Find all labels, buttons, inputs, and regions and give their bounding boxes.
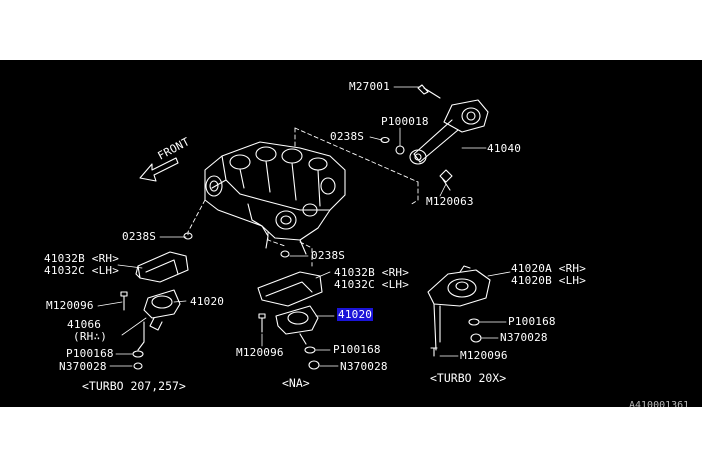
front-arrow-icon [139, 157, 179, 182]
part-label-0238s-top[interactable]: 0238S [330, 130, 365, 143]
part-label-41032c-lh-mid[interactable]: 41032C <LH> [334, 278, 410, 291]
part-label-m120096-right[interactable]: M120096 [460, 349, 508, 362]
part-label-n370028-left[interactable]: N370028 [59, 360, 107, 373]
caption-turbo-207-257: <TURBO 207,257> [82, 379, 186, 393]
part-label-0238s-left[interactable]: 0238S [122, 230, 157, 243]
part-label-n370028-right[interactable]: N370028 [500, 331, 548, 344]
right-engine-mount-drawing [427, 265, 491, 357]
part-label-0238s-mid[interactable]: 0238S [311, 249, 346, 262]
caption-na: <NA> [282, 376, 310, 390]
part-label-n370028-mid[interactable]: N370028 [340, 360, 388, 373]
parts-diagram-viewer: FRONT M27001 P100018 0238S 41040 M120063… [0, 60, 702, 407]
figure-id: A410001361 [629, 400, 690, 407]
torque-rod-drawing [380, 84, 489, 191]
part-label-41066[interactable]: 41066 [67, 318, 102, 331]
part-label-p100168-right[interactable]: P100168 [508, 315, 556, 328]
part-label-m27001[interactable]: M27001 [349, 80, 390, 93]
part-label-41032b-rh-mid[interactable]: 41032B <RH> [334, 266, 410, 279]
part-label-41020b-lh[interactable]: 41020B <LH> [511, 274, 587, 287]
middle-engine-mount-drawing [257, 250, 323, 370]
part-label-41020a-rh[interactable]: 41020A <RH> [511, 262, 587, 275]
highlighted-part-41020[interactable]: 41020 [337, 308, 374, 321]
caption-turbo-20x: <TURBO 20X> [430, 371, 507, 385]
part-label-p100018[interactable]: P100018 [381, 115, 429, 128]
label-leader-lines [97, 86, 511, 367]
part-label-rh-note: (RH∴) [73, 330, 108, 343]
part-label-41032c-lh-left[interactable]: 41032C <LH> [44, 264, 120, 277]
leader-lines-dashed [187, 127, 419, 267]
part-label-p100168-mid[interactable]: P100168 [333, 343, 381, 356]
part-label-41020-mid[interactable]: 41020 [337, 308, 374, 321]
engine-block-drawing [204, 141, 346, 255]
part-label-p100168-left[interactable]: P100168 [66, 347, 114, 360]
part-label-41032b-rh-left[interactable]: 41032B <RH> [44, 252, 120, 265]
left-engine-mount-drawing [120, 232, 193, 370]
part-label-41020-left[interactable]: 41020 [190, 295, 225, 308]
exploded-view-drawing [97, 84, 511, 370]
part-label-m120096-mid[interactable]: M120096 [236, 346, 284, 359]
part-label-41040[interactable]: 41040 [487, 142, 522, 155]
part-label-m120096-left[interactable]: M120096 [46, 299, 94, 312]
part-label-m120063[interactable]: M120063 [426, 195, 474, 208]
